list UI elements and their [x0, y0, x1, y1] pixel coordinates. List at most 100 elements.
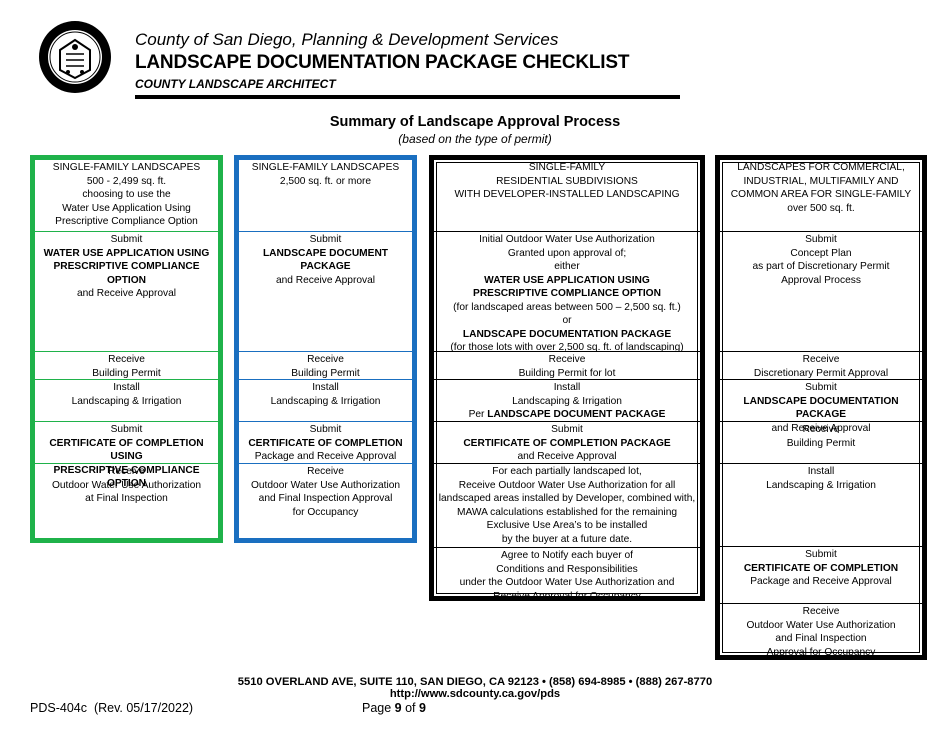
column-commercial-industrial: LANDSCAPES FOR COMMERCIAL, INDUSTRIAL, MU…: [715, 155, 927, 660]
step-line: CERTIFICATE OF COMPLETION PACKAGE: [463, 437, 671, 449]
step-line: Conditions and Responsibilities: [496, 563, 638, 575]
step-line: or: [562, 315, 572, 326]
step-line: and Receive Approval: [76, 288, 177, 299]
step-line: INDUSTRIAL, MULTIFAMILY AND: [743, 175, 899, 187]
footer-address: 5510 OVERLAND AVE, SUITE 110, SAN DIEGO,…: [237, 676, 713, 688]
org-name: County of San Diego, Planning & Developm…: [135, 30, 559, 49]
step-line: LANDSCAPE DOCUMENT PACKAGE: [262, 247, 389, 273]
step-line: Landscaping & Irrigation: [766, 479, 876, 491]
step-line: SINGLE-FAMILY: [528, 162, 606, 173]
step-line: by the buyer at a future date.: [501, 533, 633, 545]
step-line: (for landscaped areas between 500 – 2,50…: [453, 301, 681, 313]
step-line: and Receive Approval: [517, 451, 617, 462]
step-line: Receive Approval for Occupancy: [493, 590, 641, 602]
form-id: PDS-404c: [30, 701, 87, 715]
step-cell: SINGLE-FAMILY LANDSCAPES 2,500 sq. ft. or…: [239, 160, 412, 231]
step-line: RESIDENTIAL SUBDIVISIONS: [496, 175, 638, 187]
step-line: Install: [807, 466, 835, 477]
step-line: Receive: [802, 354, 840, 365]
page-title: LANDSCAPE DOCUMENTATION PACKAGE CHECKLIS…: [135, 52, 630, 73]
step-line: 2,500 sq. ft. or more: [279, 175, 372, 187]
step-line: Submit: [805, 549, 837, 560]
step-line: under the Outdoor Water Use Authorizatio…: [459, 577, 675, 588]
header-rule: [135, 95, 680, 99]
footer-url[interactable]: http://www.sdcounty.ca.gov/pds: [389, 688, 561, 700]
page-subtitle: COUNTY LANDSCAPE ARCHITECT: [135, 77, 336, 91]
page-number: Page 9 of 9: [362, 701, 426, 715]
step-line: Receive: [307, 354, 344, 365]
summary-subtitle: (based on the type of permit): [398, 132, 552, 146]
step-line: landscaped areas installed by Developer,…: [438, 493, 696, 504]
step-line: and Final Inspection Approval: [258, 493, 393, 504]
step-line: Package and Receive Approval: [750, 576, 892, 587]
step-line: and Receive Approval: [275, 274, 376, 286]
step-line: Building Permit: [92, 367, 161, 379]
step-line: Submit: [309, 424, 342, 435]
step-line: Approval Process: [781, 274, 861, 286]
step-line: over 500 sq. ft.: [787, 202, 855, 214]
step-line: CERTIFICATE OF COMPLETION: [743, 562, 899, 574]
step-line: Receive: [108, 466, 145, 477]
page-current: 9: [394, 701, 402, 715]
step-line: WITH DEVELOPER-INSTALLED LANDSCAPING: [454, 189, 680, 200]
step-line: Submit: [805, 382, 837, 393]
step-line: Submit: [551, 424, 583, 435]
step-line: choosing to use the: [82, 189, 171, 200]
step-line: SINGLE-FAMILY LANDSCAPES: [251, 162, 400, 173]
step-line: Install: [553, 382, 581, 393]
step-cell: LANDSCAPES FOR COMMERCIAL, INDUSTRIAL, MU…: [720, 160, 922, 231]
step-line: Install: [113, 382, 140, 393]
step-line: WATER USE APPLICATION USING: [43, 247, 210, 259]
step-line: LANDSCAPES FOR COMMERCIAL,: [737, 162, 905, 173]
step-line: Discretionary Permit Approval: [753, 367, 889, 379]
step-line: LANDSCAPE DOCUMENTATION PACKAGE: [743, 395, 899, 421]
step-line: Landscaping & Irrigation: [270, 395, 381, 407]
step-line: Submit: [110, 234, 143, 245]
county-seal-icon: [39, 21, 111, 93]
step-line: at Final Inspection: [85, 493, 168, 504]
step-line: Outdoor Water Use Authorization: [51, 479, 202, 491]
step-line: Approval for Occupancy: [766, 646, 876, 658]
step-line: For each partially landscaped lot,: [492, 466, 642, 477]
step-line: either: [554, 261, 580, 272]
step-line: Receive: [307, 466, 344, 477]
form-revision: PDS-404c (Rev. 05/17/2022): [30, 701, 193, 715]
step-line: for Occupancy: [292, 506, 359, 518]
step-line: WATER USE APPLICATION USING: [484, 274, 650, 286]
step-line: PRESCRIPTIVE COMPLIANCE OPTION: [53, 261, 200, 286]
step-line: 500 - 2,499 sq. ft.: [86, 175, 167, 187]
step-line: Landscaping & Irrigation: [512, 395, 622, 407]
step-line: Submit: [805, 234, 837, 245]
step-line: Install: [312, 382, 339, 393]
summary-title: Summary of Landscape Approval Process: [329, 114, 621, 130]
step-line: PRESCRIPTIVE COMPLIANCE OPTION: [53, 464, 200, 490]
step-line: Submit: [309, 234, 342, 245]
step-line: as part of Discretionary Permit: [752, 261, 890, 272]
step-line: Granted upon approval of;: [507, 247, 627, 259]
step-line: (for those lots with over 2,500 sq. ft. …: [450, 342, 684, 353]
step-line: Package and Receive Approval: [254, 451, 397, 462]
step-line: and Final Inspection: [775, 633, 867, 644]
column-single-family-ldp: SINGLE-FAMILY LANDSCAPES 2,500 sq. ft. or…: [234, 155, 417, 543]
step-line: and Receive Approval: [771, 422, 871, 434]
